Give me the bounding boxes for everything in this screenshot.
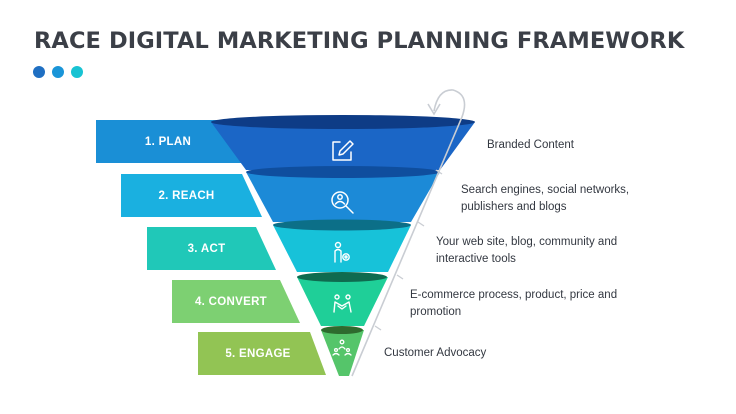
page-title: RACE DIGITAL MARKETING PLANNING FRAMEWOR…: [34, 28, 685, 54]
funnel-segment-convert: [297, 277, 388, 326]
funnel-rim-plan: [211, 115, 475, 129]
stage-label-plan: 1. PLAN: [144, 136, 192, 148]
funnel-segment-plan: [211, 122, 475, 170]
stage-label-act: 3. ACT: [187, 243, 226, 255]
cycle-arrow-ticks: [374, 169, 443, 331]
band-plan: [96, 120, 252, 163]
band-reach: [121, 174, 262, 217]
search-person-icon: [331, 191, 354, 214]
handshake-icon: [333, 294, 352, 313]
funnel-rim-engage: [321, 326, 363, 334]
funnel-rim-reach: [246, 166, 440, 178]
description-engage: Customer Advocacy: [384, 347, 487, 359]
cycle-arrow: [351, 89, 466, 377]
decorative-dots: [33, 66, 83, 78]
edit-square-icon: [332, 140, 354, 161]
funnel-segment-act: [273, 225, 411, 272]
stage-label-convert: 4. CONVERT: [194, 296, 267, 308]
description-plan: Branded Content: [487, 139, 574, 151]
dot-3: [71, 66, 83, 78]
stage-label-reach: 2. REACH: [158, 190, 215, 202]
cycle-arrow-head: [427, 103, 441, 116]
funnel-rim-convert: [297, 272, 387, 282]
band-engage: [198, 332, 326, 375]
band-convert: [172, 280, 300, 323]
stage-label-engage: 5. ENGAGE: [225, 348, 291, 360]
description-act: Your web site, blog, community and inter…: [436, 236, 618, 265]
person-gear-icon: [334, 241, 350, 263]
funnel-rim-act: [273, 219, 411, 231]
description-convert: E-commerce process, product, price and p…: [410, 289, 618, 318]
dot-2: [52, 66, 64, 78]
people-connect-icon: [332, 339, 352, 356]
band-act: [147, 227, 276, 270]
description-reach: Search engines, social networks, publish…: [461, 184, 630, 213]
dot-1: [33, 66, 45, 78]
funnel-segment-engage: [321, 330, 364, 376]
funnel-segment-reach: [246, 172, 440, 222]
